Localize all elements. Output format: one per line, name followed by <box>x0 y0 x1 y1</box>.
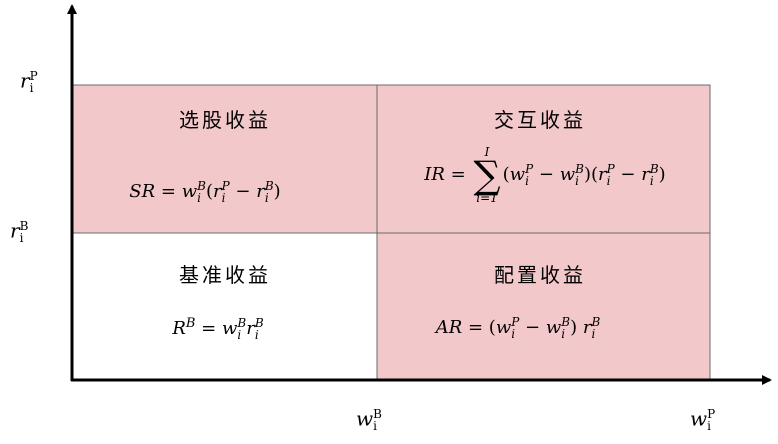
x-label-wp-sub: i <box>707 419 711 433</box>
x-label-wb-base: w <box>356 406 374 431</box>
y-label-rp-sub: i <box>29 81 34 95</box>
x-label-wp-base: w <box>690 406 708 431</box>
allocation-title: 配置收益 <box>494 263 586 287</box>
cell-allocation-bg <box>376 232 711 380</box>
interaction-title: 交互收益 <box>494 108 586 132</box>
summation: I∑i=1 <box>473 145 501 206</box>
x-label-wb-sub: i <box>373 419 377 433</box>
x-label-wp-sup: P <box>707 407 716 421</box>
sr-lhs: SR = <box>129 181 182 202</box>
selection-title: 选股收益 <box>179 108 271 132</box>
ar-lhs: AR = <box>435 317 489 338</box>
ir-lhs: IR = <box>424 164 472 186</box>
y-label-rp-sup: P <box>29 69 38 83</box>
cell-interaction-bg <box>376 84 711 234</box>
sum-upper: I <box>484 145 490 159</box>
benchmark-title: 基准收益 <box>179 263 271 287</box>
y-label-rb-sup: B <box>19 219 29 233</box>
y-label-rp-base: r <box>20 68 30 93</box>
sum-lower: i=1 <box>476 191 498 206</box>
rb-lhs: R <box>172 318 186 339</box>
x-label-wb-sup: B <box>373 407 382 421</box>
y-label-rb-sub: i <box>19 231 24 245</box>
cell-benchmark-bg <box>72 232 378 380</box>
y-label-rb-base: r <box>10 218 20 243</box>
cell-selection-bg <box>72 84 378 234</box>
